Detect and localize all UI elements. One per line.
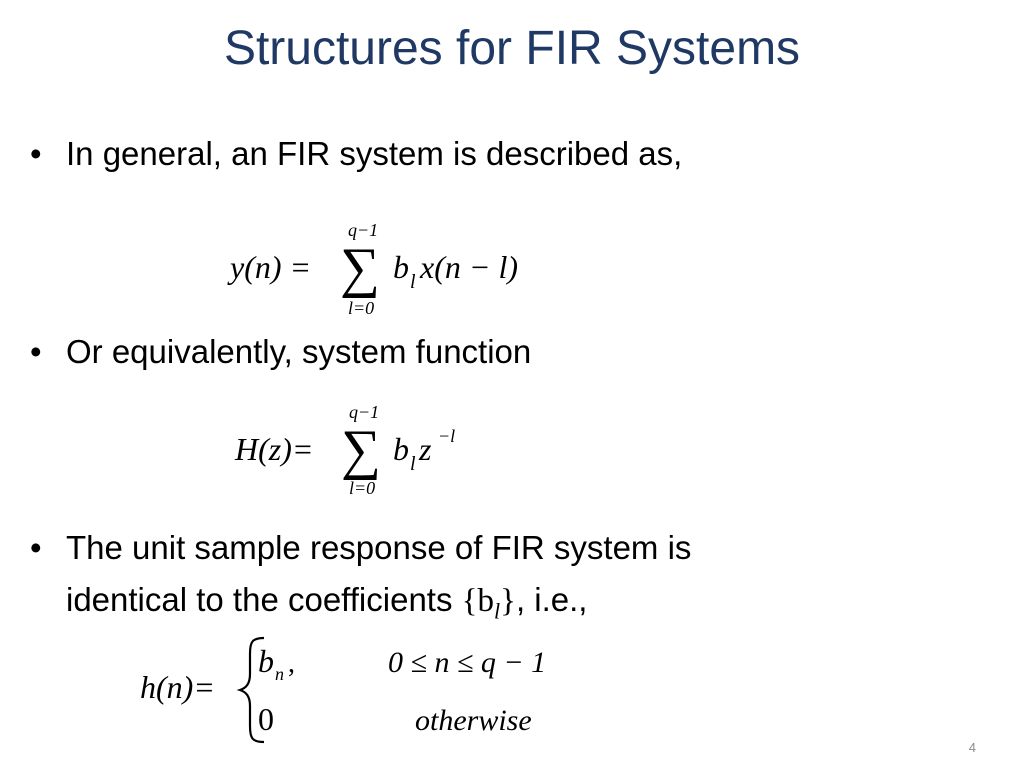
eq2-term-sup: −l	[438, 426, 455, 446]
eq1-term-b: b	[393, 249, 409, 285]
bullet-dot: •	[30, 529, 42, 566]
eq2-term-z: z	[418, 431, 432, 467]
bullet-3-line2-pre: identical to the coefficients	[66, 581, 462, 618]
eq1-sigma: ∑	[340, 237, 380, 299]
bullet-1-text: In general, an FIR system is described a…	[66, 135, 683, 172]
eq1-lhs: y(n) =	[227, 249, 311, 285]
bullet-2-text: Or equivalently, system function	[66, 333, 532, 370]
piecewise-brace	[236, 636, 265, 744]
eq3-case1-comma: ,	[288, 648, 295, 679]
eq2-term-b: b	[393, 431, 409, 467]
equation-difference: y(n) = q−1 ∑ l=0 b l x(n − l)	[227, 220, 518, 318]
bullet-dot: •	[30, 135, 42, 172]
bullet-3-line2: identical to the coefficients {bl}, i.e.…	[66, 574, 587, 638]
eq3-lhs: h(n)=	[140, 669, 215, 705]
eq3-case2-cond: otherwise	[415, 704, 532, 737]
equation-unit-sample-response: h(n)= b n , 0 ≤ n ≤ q − 1 0 otherwise	[140, 636, 546, 744]
slide-title: Structures for FIR Systems	[223, 22, 801, 75]
eq1-term-rest: x(n − l)	[419, 249, 518, 285]
eq2-sum-upper: q−1	[349, 402, 379, 422]
eq1-term-sub: l	[410, 271, 416, 293]
eq3-case1-val: b	[258, 643, 274, 679]
eq2-lhs: H(z)=	[234, 431, 313, 467]
equation-system-function: H(z)= q−1 ∑ l=0 b l z −l	[234, 402, 455, 498]
eq2-term-sub: l	[410, 453, 416, 475]
eq3-case1-sub: n	[275, 664, 284, 684]
eq2-sum-lower: l=0	[349, 478, 375, 498]
eq1-sum-lower: l=0	[348, 298, 374, 318]
bullet-3-line1: The unit sample response of FIR system i…	[66, 529, 692, 566]
eq3-case2-val: 0	[258, 701, 274, 737]
eq2-sigma: ∑	[341, 419, 381, 481]
eq3-case1-cond: 0 ≤ n ≤ q − 1	[388, 646, 546, 679]
bullet-3-line2-post: , i.e.,	[515, 581, 588, 618]
bullet-3-math: {bl}	[461, 583, 516, 624]
slide-number: 4	[968, 740, 976, 755]
eq1-sum-upper: q−1	[348, 220, 378, 240]
bullet-dot: •	[30, 333, 42, 370]
